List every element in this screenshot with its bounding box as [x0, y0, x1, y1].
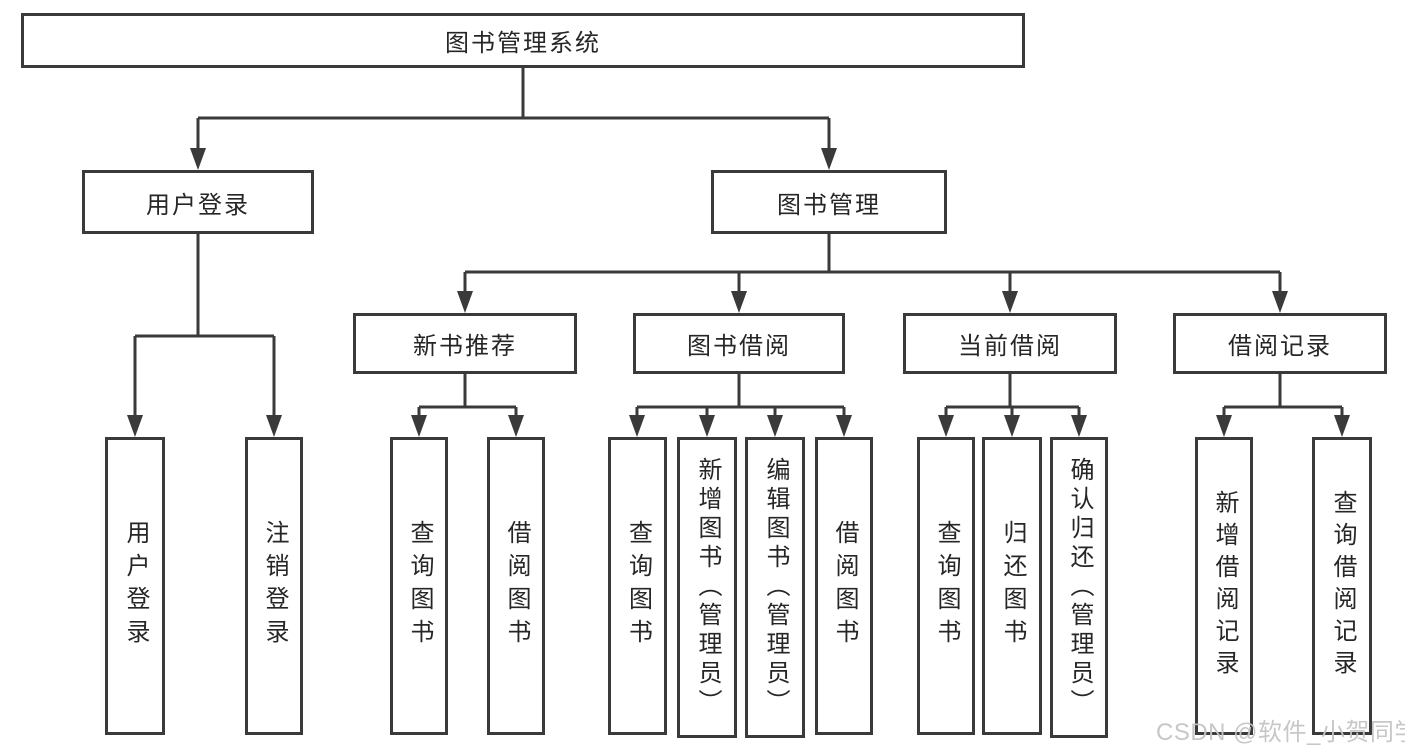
node-library-management-system: 图书管理系统	[21, 13, 1025, 68]
node-user-login: 用户登录	[82, 170, 314, 234]
leaf-logout: 注销登录	[245, 437, 303, 735]
node-book-management: 图书管理	[711, 170, 947, 234]
node-label: 查询图书	[406, 520, 433, 652]
leaf-edit-book-admin: 编辑图书（管理员）	[745, 437, 805, 738]
leaf-query-books-3: 查询图书	[917, 437, 975, 735]
leaf-borrow-books-2: 借阅图书	[815, 437, 873, 735]
node-label: 归还图书	[999, 520, 1026, 652]
arrowheads	[127, 148, 1350, 437]
node-label: 借阅图书	[831, 520, 858, 652]
node-label: 查询图书	[624, 520, 652, 652]
node-label: 查询图书	[933, 520, 960, 652]
node-label: 用户登录	[146, 191, 250, 219]
leaf-confirm-return-admin: 确认归还（管理员）	[1050, 437, 1108, 738]
node-label: 借阅记录	[1228, 333, 1332, 360]
node-label: 图书借阅	[687, 333, 791, 360]
node-current-borrowing: 当前借阅	[903, 313, 1117, 374]
node-label: 新书推荐	[413, 333, 517, 360]
node-borrowing-records: 借阅记录	[1173, 313, 1387, 374]
leaf-add-borrow-record: 新增借阅记录	[1195, 437, 1253, 735]
leaf-query-borrow-record: 查询借阅记录	[1312, 437, 1372, 735]
leaf-return-books: 归还图书	[982, 437, 1042, 735]
node-label: 图书管理	[777, 191, 881, 219]
node-label: 确认归还（管理员）	[1066, 457, 1093, 718]
leaf-add-book-admin: 新增图书（管理员）	[677, 437, 737, 738]
node-label: 用户登录	[122, 520, 149, 652]
leaf-user-login: 用户登录	[105, 437, 165, 735]
watermark: CSDN @软件_小贺同学	[1156, 719, 1405, 746]
node-new-book-recommend: 新书推荐	[353, 313, 577, 374]
node-label: 注销登录	[261, 520, 288, 652]
leaf-query-books-2: 查询图书	[608, 437, 667, 735]
node-label: 编辑图书（管理员）	[762, 457, 789, 718]
leaf-borrow-books-1: 借阅图书	[487, 437, 545, 735]
node-label: 图书管理系统	[445, 30, 601, 57]
node-label: 新增图书（管理员）	[694, 457, 721, 718]
node-label: 新增借阅记录	[1211, 490, 1238, 682]
tree-edges	[133, 68, 1344, 421]
node-label: 查询借阅记录	[1329, 490, 1356, 682]
node-book-borrowing: 图书借阅	[633, 313, 845, 374]
node-label: 当前借阅	[958, 333, 1062, 360]
node-label: 借阅图书	[503, 520, 530, 652]
leaf-query-books-1: 查询图书	[390, 437, 448, 735]
